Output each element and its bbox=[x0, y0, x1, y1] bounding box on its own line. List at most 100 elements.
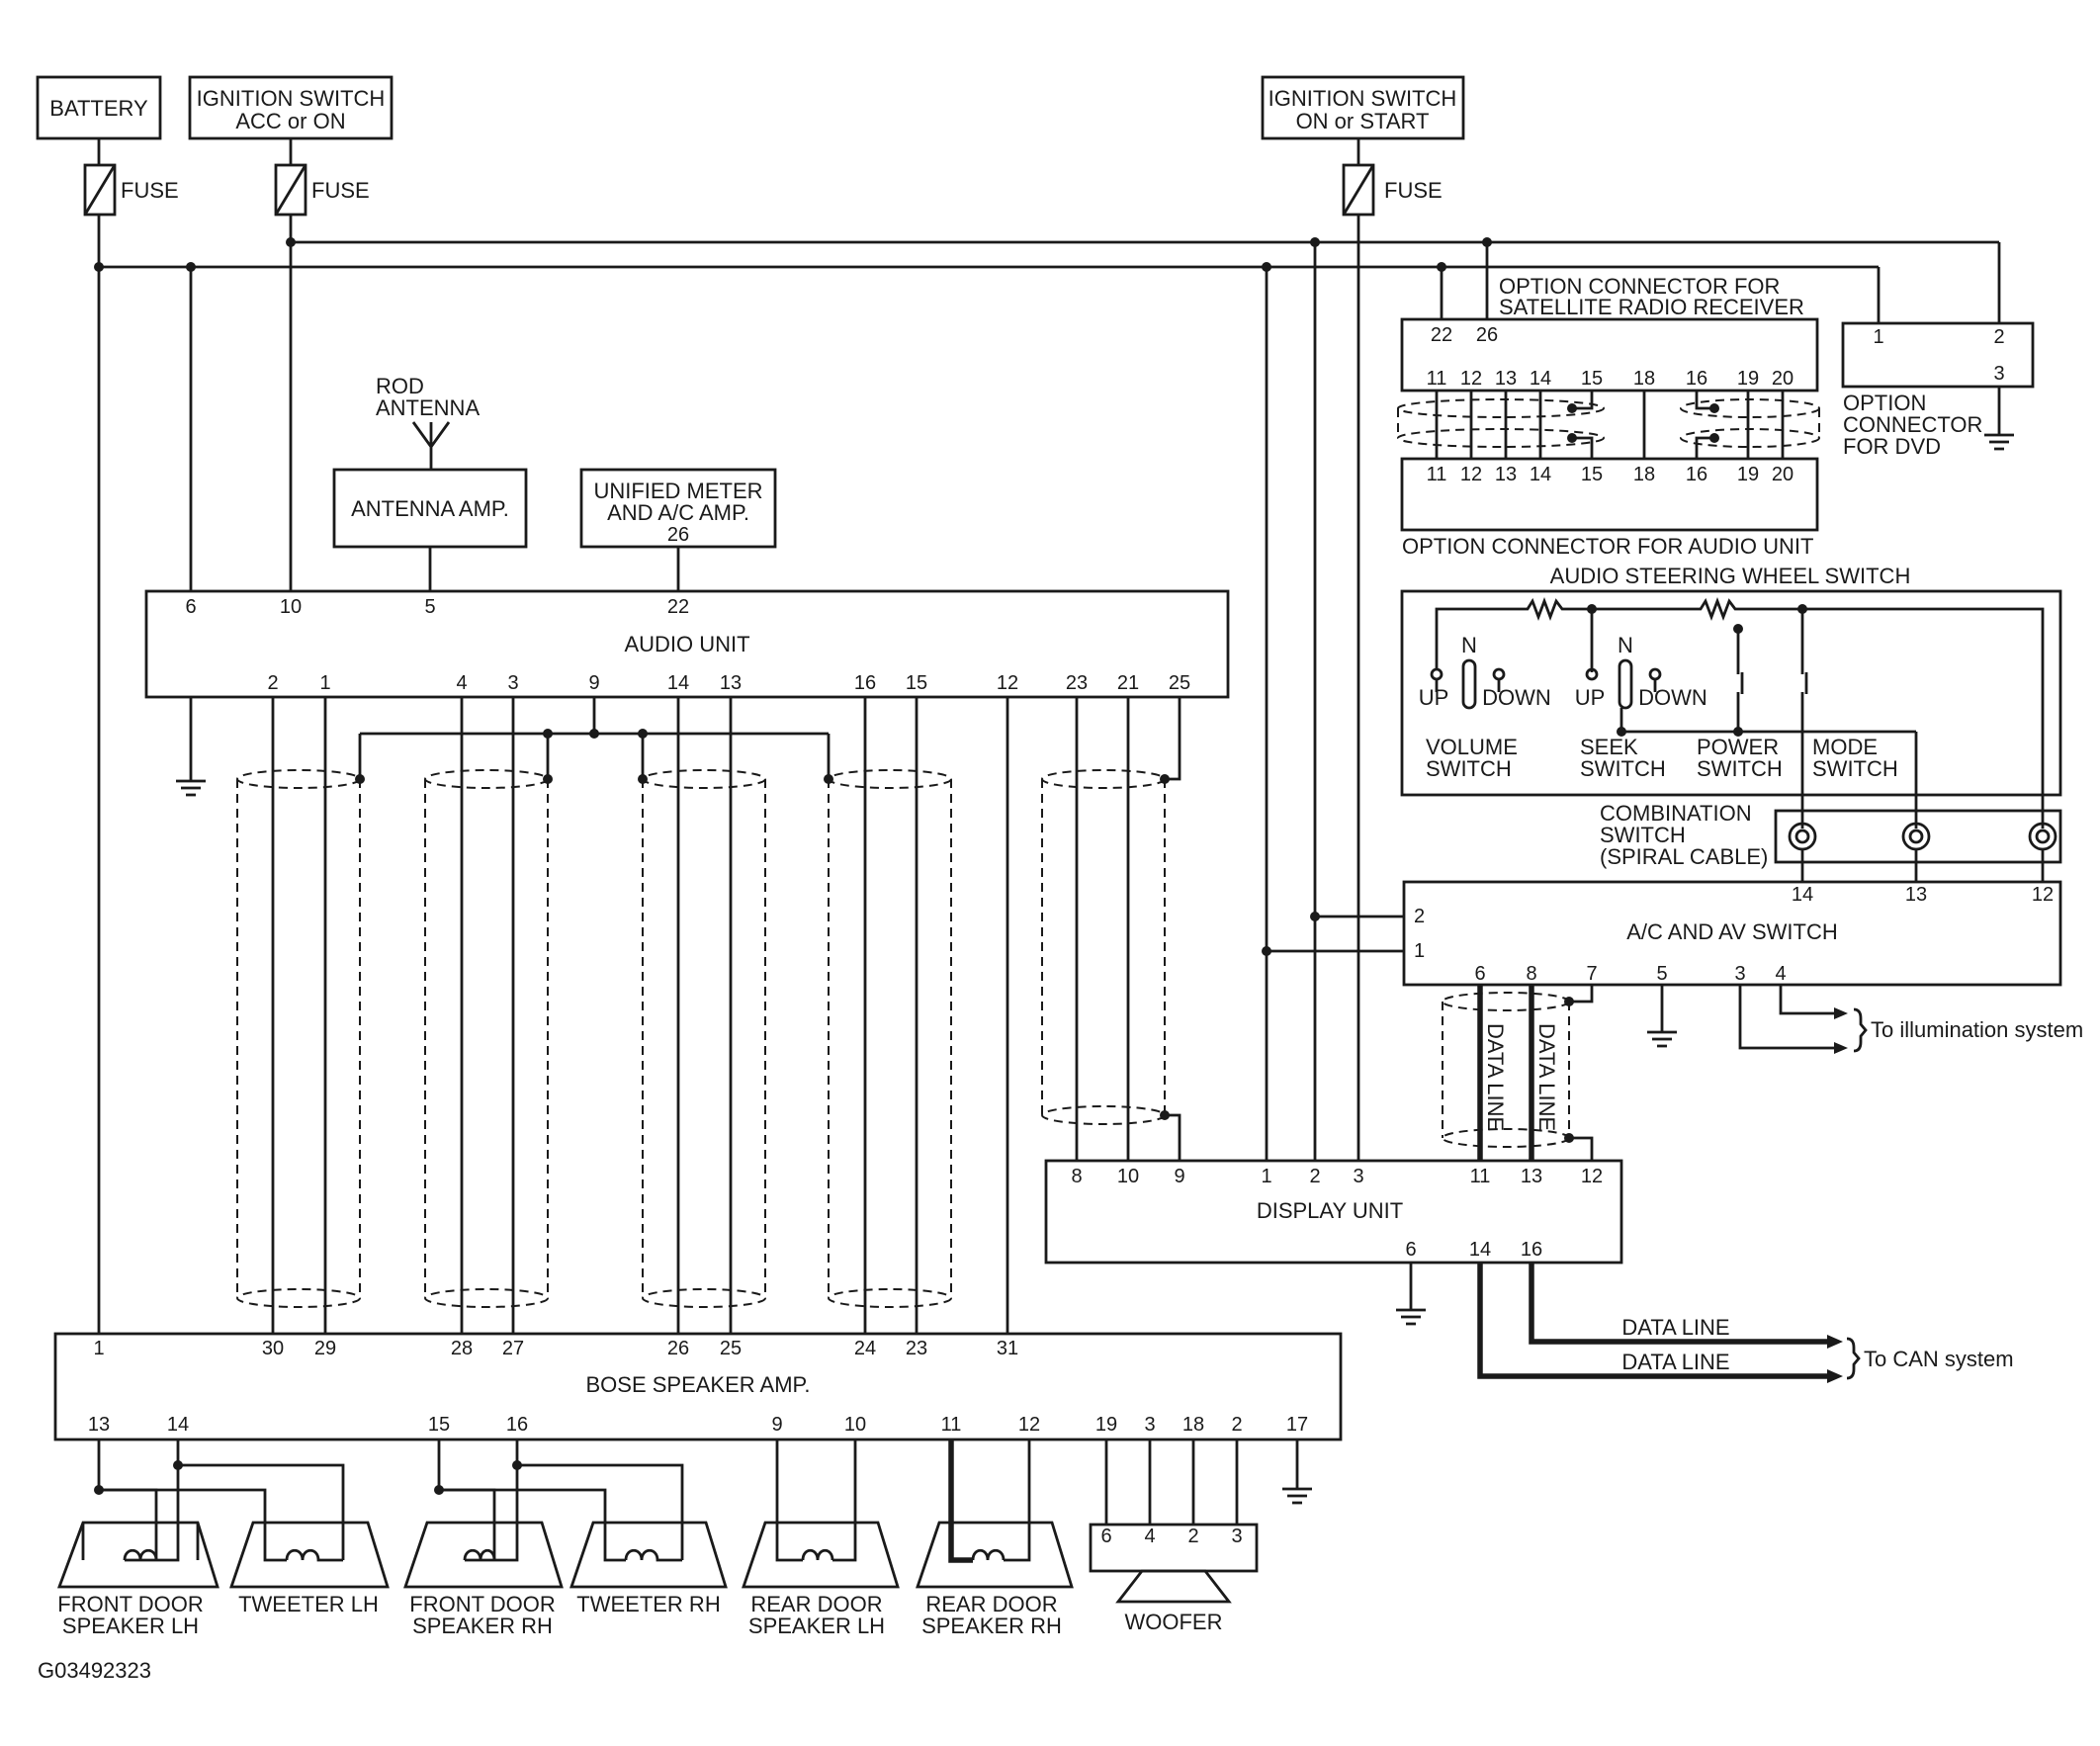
pin-label: 3 bbox=[1734, 963, 1745, 985]
rod-antenna-label-line1: ROD bbox=[376, 374, 424, 398]
pin-label: 13 bbox=[1495, 464, 1517, 485]
tweeter-rh: TWEETER RH bbox=[569, 1521, 728, 1616]
ignition-acc-label-line1: IGNITION SWITCH bbox=[197, 86, 386, 111]
pin-label: 19 bbox=[1737, 368, 1759, 390]
pin-label: 31 bbox=[997, 1338, 1018, 1359]
ac-av-switch-label: A/C AND AV SWITCH bbox=[1626, 919, 1838, 944]
rear-door-lh-label-line1: REAR DOOR bbox=[750, 1592, 882, 1616]
display-unit: DISPLAY UNIT 8 10 9 1 2 3 11 13 12 6 14 … bbox=[1044, 1159, 2014, 1383]
tweeter-rh-label: TWEETER RH bbox=[576, 1592, 720, 1616]
front-door-rh-label-line1: FRONT DOOR bbox=[409, 1592, 555, 1616]
pin-label: 12 bbox=[1018, 1414, 1040, 1436]
steering-wheel-switch: AUDIO STEERING WHEEL SWITCH N UP DOWN VO… bbox=[1400, 564, 2062, 829]
woofer-label: WOOFER bbox=[1125, 1610, 1223, 1634]
pin-label: 11 bbox=[1427, 464, 1447, 485]
satellite-option-connector: OPTION CONNECTOR FOR SATELLITE RADIO REC… bbox=[1400, 274, 1819, 393]
pin-label: 7 bbox=[1586, 963, 1597, 985]
pin-label: 3 bbox=[1231, 1526, 1242, 1547]
front-door-lh-label-line1: FRONT DOOR bbox=[57, 1592, 203, 1616]
volume-switch-label-line1: VOLUME bbox=[1426, 735, 1518, 759]
pin-label: 2 bbox=[1187, 1526, 1198, 1547]
meter-label-line2: AND A/C AMP. bbox=[607, 500, 749, 525]
audio-option-connector: 11 12 13 14 15 18 16 19 20 OPTION CONNEC… bbox=[1400, 457, 1819, 559]
volume-switch-label-line2: SWITCH bbox=[1426, 756, 1512, 781]
speaker-wiring bbox=[94, 1440, 1239, 1563]
pin-label: 16 bbox=[1686, 464, 1707, 485]
pin-label: 25 bbox=[720, 1338, 742, 1359]
pin-label: 21 bbox=[1117, 672, 1139, 694]
pin-label: 4 bbox=[1144, 1526, 1155, 1547]
can-data-line-label-2: DATA LINE bbox=[1621, 1350, 1729, 1374]
pin-label: 24 bbox=[854, 1338, 876, 1359]
rear-door-speaker-lh: REAR DOOR SPEAKER LH bbox=[742, 1521, 900, 1638]
pin-label: 6 bbox=[185, 596, 196, 618]
figure-id: G03492323 bbox=[38, 1658, 151, 1683]
supply-wiring bbox=[94, 138, 2001, 1334]
pin-label: 10 bbox=[1117, 1166, 1139, 1187]
dvd-option-connector: 1 2 3 OPTION CONNECTOR FOR DVD bbox=[1841, 321, 2035, 459]
rear-door-rh-label-line2: SPEAKER RH bbox=[921, 1614, 1062, 1638]
audio-option-connector-label: OPTION CONNECTOR FOR AUDIO UNIT bbox=[1402, 534, 1813, 559]
pin-label: 28 bbox=[451, 1338, 473, 1359]
pin-label: 11 bbox=[941, 1414, 962, 1436]
steering-switch-label: AUDIO STEERING WHEEL SWITCH bbox=[1550, 564, 1911, 588]
pin-label: 15 bbox=[1581, 464, 1603, 485]
dvd-label-line1: OPTION bbox=[1843, 391, 1926, 415]
antenna-amp-label: ANTENNA AMP. bbox=[351, 496, 509, 521]
pin-label: 18 bbox=[1633, 368, 1655, 390]
combination-label-line2: SWITCH bbox=[1600, 823, 1686, 847]
pin-label: 13 bbox=[1495, 368, 1517, 390]
meter-label-line1: UNIFIED METER bbox=[593, 479, 762, 503]
data-line-label-2: DATA LINE bbox=[1534, 1023, 1559, 1131]
pin-label: 14 bbox=[667, 672, 689, 694]
pin-label: 14 bbox=[167, 1414, 189, 1436]
satellite-connector-label-line1: OPTION CONNECTOR FOR bbox=[1499, 274, 1780, 299]
pin-label: 9 bbox=[771, 1414, 782, 1436]
antenna-amp-box: ANTENNA AMP. bbox=[332, 468, 528, 591]
pin-label: 2 bbox=[267, 672, 278, 694]
pin-label: 1 bbox=[1414, 940, 1425, 962]
pin-label: 27 bbox=[502, 1338, 524, 1359]
data-line-cable: DATA LINE DATA LINE bbox=[1442, 985, 1594, 1161]
pin-label: 22 bbox=[1431, 324, 1452, 346]
pin-label: 12 bbox=[1581, 1166, 1603, 1187]
pin-label: 29 bbox=[314, 1338, 336, 1359]
audio-unit: AUDIO UNIT 6 10 5 22 2 1 4 3 9 14 13 16 … bbox=[144, 589, 1230, 797]
front-door-rh-label-line2: SPEAKER RH bbox=[412, 1614, 553, 1638]
seek-n-label: N bbox=[1618, 633, 1633, 657]
ac-av-switch: A/C AND AV SWITCH 2 1 6 8 7 5 3 4 To ill… bbox=[1402, 880, 2083, 1054]
pin-label: 5 bbox=[1656, 963, 1667, 985]
pin-label: 26 bbox=[1476, 324, 1498, 346]
pin-label: 12 bbox=[997, 672, 1018, 694]
display-unit-label: DISPLAY UNIT bbox=[1257, 1198, 1403, 1223]
fuse-label: FUSE bbox=[1384, 178, 1443, 203]
pin-label: 3 bbox=[1144, 1414, 1155, 1436]
unified-meter-box: UNIFIED METER AND A/C AMP. 26 bbox=[579, 468, 777, 591]
pin-label: 12 bbox=[2032, 884, 2054, 906]
pin-label: 18 bbox=[1182, 1414, 1204, 1436]
fuse-ignition-acc: FUSE bbox=[274, 163, 370, 217]
dvd-label-line3: FOR DVD bbox=[1843, 434, 1941, 459]
pin-label: 23 bbox=[906, 1338, 927, 1359]
pin-label: 6 bbox=[1405, 1239, 1416, 1261]
pin-label: 14 bbox=[1792, 884, 1813, 906]
pin-label: 2 bbox=[1231, 1414, 1242, 1436]
pin-label: 12 bbox=[1460, 368, 1482, 390]
seek-down-label: DOWN bbox=[1638, 685, 1707, 710]
pin-label: 8 bbox=[1526, 963, 1536, 985]
rear-door-rh-label-line1: REAR DOOR bbox=[925, 1592, 1057, 1616]
pin-label: 22 bbox=[667, 596, 689, 618]
pin-label: 6 bbox=[1474, 963, 1485, 985]
pin-label: 3 bbox=[1993, 363, 2004, 385]
pin-label: 13 bbox=[1905, 884, 1927, 906]
battery-label: BATTERY bbox=[49, 96, 148, 121]
pin-label: 30 bbox=[262, 1338, 284, 1359]
pin-label: 11 bbox=[1470, 1166, 1491, 1187]
pin-label: 5 bbox=[424, 596, 435, 618]
pin-label: 11 bbox=[1427, 368, 1447, 390]
pin-label: 10 bbox=[844, 1414, 866, 1436]
pin-label: 6 bbox=[1100, 1526, 1111, 1547]
pin-label: 20 bbox=[1772, 464, 1794, 485]
pin-label: 13 bbox=[1521, 1166, 1542, 1187]
